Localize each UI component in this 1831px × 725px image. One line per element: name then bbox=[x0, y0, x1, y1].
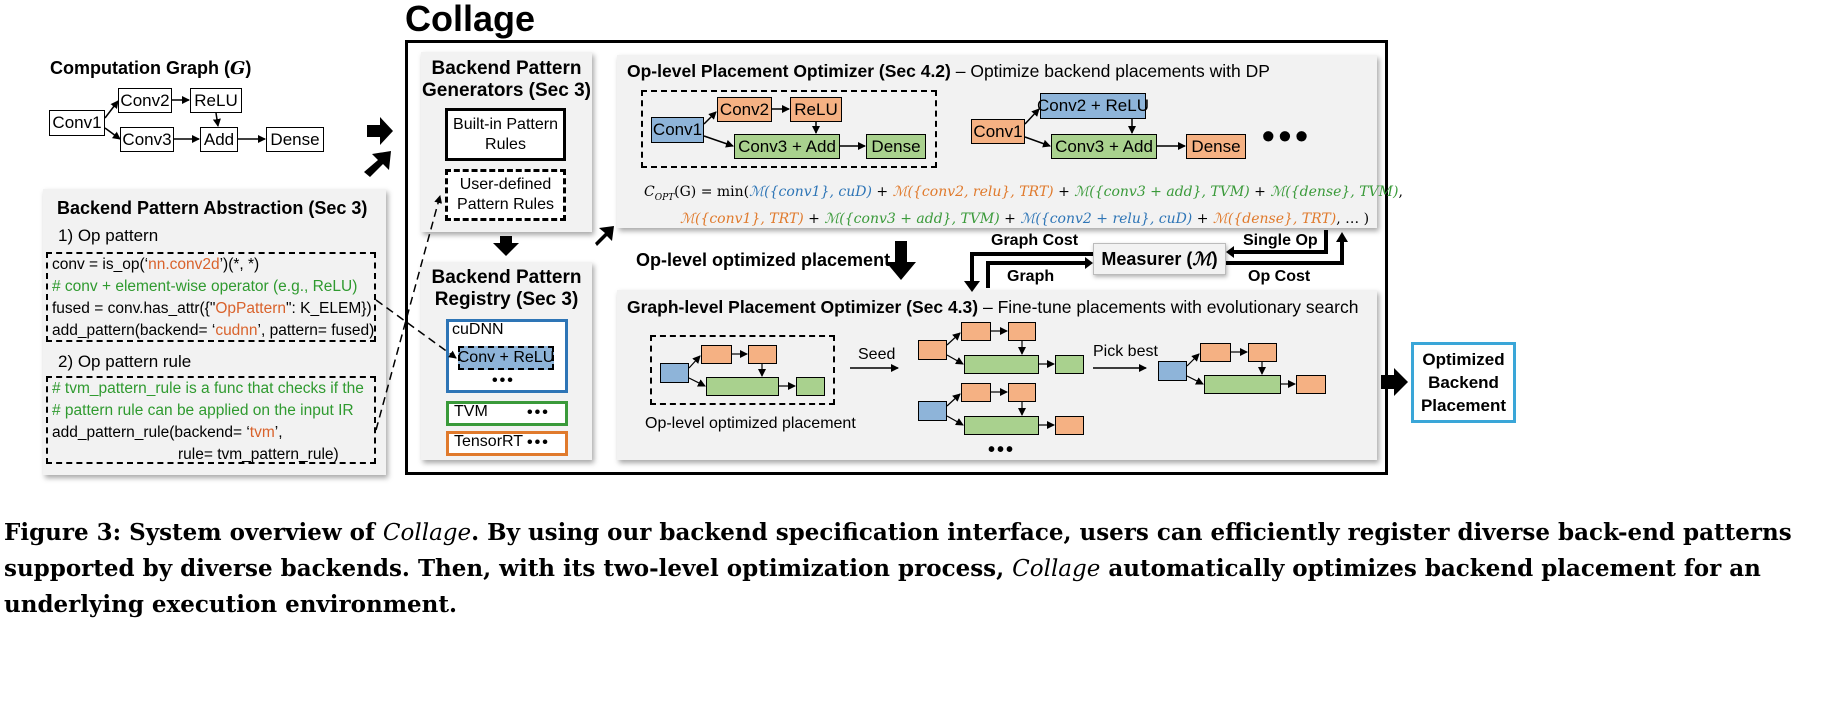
op2-node-dense: Dense bbox=[1186, 134, 1246, 159]
popB-node-5 bbox=[1055, 416, 1084, 435]
pick-best-label: Pick best bbox=[1093, 343, 1158, 360]
seed-label: Seed bbox=[858, 346, 896, 363]
popB-node-4 bbox=[964, 416, 1039, 435]
op-pattern-heading: 1) Op pattern bbox=[58, 226, 159, 245]
popA-node-3 bbox=[1008, 322, 1036, 341]
op1-node-conv1: Conv1 bbox=[651, 117, 704, 143]
op1-node-dense: Dense bbox=[866, 134, 926, 159]
op-level-candidate-box bbox=[641, 90, 937, 168]
computation-graph-title: Computation Graph (G) bbox=[50, 58, 252, 79]
figure-caption: Figure 3: System overview of Collage. By… bbox=[4, 519, 1792, 618]
popB-node-1 bbox=[918, 401, 947, 421]
op-pattern-rule-code-box bbox=[46, 376, 376, 464]
seed-node-4 bbox=[706, 377, 779, 396]
seed-node-3 bbox=[748, 345, 777, 364]
best-node-1 bbox=[1158, 361, 1187, 381]
tensorrt-more-dots: ••• bbox=[527, 434, 550, 451]
best-node-4 bbox=[1204, 375, 1281, 394]
seed-node-2 bbox=[701, 345, 732, 364]
popA-node-2 bbox=[961, 322, 991, 341]
tvm-box bbox=[446, 401, 568, 426]
population-more-dots: ••• bbox=[988, 439, 1016, 461]
op-level-optimized-placement-label: Op-level optimized placement bbox=[636, 250, 891, 270]
op1-node-conv3-add: Conv3 + Add bbox=[734, 134, 840, 159]
optimized-backend-placement-box: Optimized Backend Placement bbox=[1411, 342, 1516, 423]
op-level-more-dots: ••• bbox=[1262, 115, 1312, 156]
tvm-more-dots: ••• bbox=[527, 404, 550, 421]
measurer-box: Measurer (ℳ) bbox=[1093, 243, 1226, 275]
tvm-label: TVM bbox=[454, 403, 488, 420]
user-defined-pattern-rules-box: User-defined Pattern Rules bbox=[445, 169, 566, 221]
cg-node-dense: Dense bbox=[266, 127, 324, 152]
registry-title: Backend Pattern Registry (Sec 3) bbox=[431, 267, 582, 310]
graph-level-op-placement-label: Op-level optimized placement bbox=[645, 415, 856, 432]
op1-node-conv2: Conv2 bbox=[717, 97, 772, 122]
popA-node-4 bbox=[964, 355, 1039, 374]
op-pattern-rule-heading: 2) Op pattern rule bbox=[58, 352, 192, 371]
cudnn-more-dots: ••• bbox=[492, 372, 515, 389]
single-op-label: Single Op bbox=[1243, 232, 1318, 249]
cost-formula: COPT(G) = min(ℳ({conv1}, cuD) + ℳ({conv2… bbox=[644, 184, 1403, 227]
cg-node-relu: ReLU bbox=[190, 88, 242, 113]
best-node-5 bbox=[1296, 375, 1326, 394]
best-node-3 bbox=[1248, 343, 1277, 362]
main-title: Collage bbox=[405, 0, 536, 39]
tensorrt-label: TensorRT bbox=[454, 433, 524, 450]
popA-node-5 bbox=[1055, 355, 1084, 374]
abstraction-panel bbox=[43, 189, 386, 475]
op-level-title: Op-level Placement Optimizer (Sec 4.2) –… bbox=[627, 61, 1270, 81]
builtin-pattern-rules-box: Built-in Pattern Rules bbox=[445, 108, 566, 161]
op2-node-conv3-add: Conv3 + Add bbox=[1051, 134, 1157, 159]
op2-node-conv1: Conv1 bbox=[971, 119, 1025, 144]
abstraction-title: Backend Pattern Abstraction (Sec 3) bbox=[57, 198, 368, 218]
tensorrt-box bbox=[446, 431, 568, 456]
popA-node-1 bbox=[918, 340, 947, 360]
op-pattern-code: conv = is_op(‘nn.conv2d’)(*, *) # conv +… bbox=[52, 256, 375, 339]
graph-label: Graph bbox=[1007, 268, 1055, 285]
best-node-2 bbox=[1200, 343, 1231, 362]
cg-node-conv3: Conv3 bbox=[120, 127, 174, 152]
graph-cost-label: Graph Cost bbox=[991, 232, 1079, 249]
graph-level-title: Graph-level Placement Optimizer (Sec 4.3… bbox=[627, 297, 1359, 317]
op1-node-relu: ReLU bbox=[790, 97, 842, 122]
graph-level-seed-box bbox=[650, 335, 835, 405]
op2-node-conv2-relu: Conv2 + ReLU bbox=[1037, 93, 1149, 119]
cudnn-label: cuDNN bbox=[452, 321, 504, 338]
op-pattern-rule-code: # tvm_pattern_rule is a func that checks… bbox=[52, 380, 364, 463]
op-cost-label: Op Cost bbox=[1248, 268, 1311, 285]
popB-node-3 bbox=[1008, 383, 1036, 402]
popB-node-2 bbox=[961, 383, 991, 402]
seed-node-5 bbox=[796, 377, 825, 396]
cg-node-conv2: Conv2 bbox=[118, 88, 172, 113]
cg-node-add: Add bbox=[200, 127, 238, 152]
op-pattern-code-box bbox=[46, 252, 376, 342]
generators-title: Backend Pattern Generators (Sec 3) bbox=[422, 58, 591, 101]
cg-node-conv1: Conv1 bbox=[49, 110, 105, 136]
seed-node-1 bbox=[660, 363, 689, 383]
cudnn-conv-relu-pattern: Conv + ReLU bbox=[458, 346, 554, 370]
